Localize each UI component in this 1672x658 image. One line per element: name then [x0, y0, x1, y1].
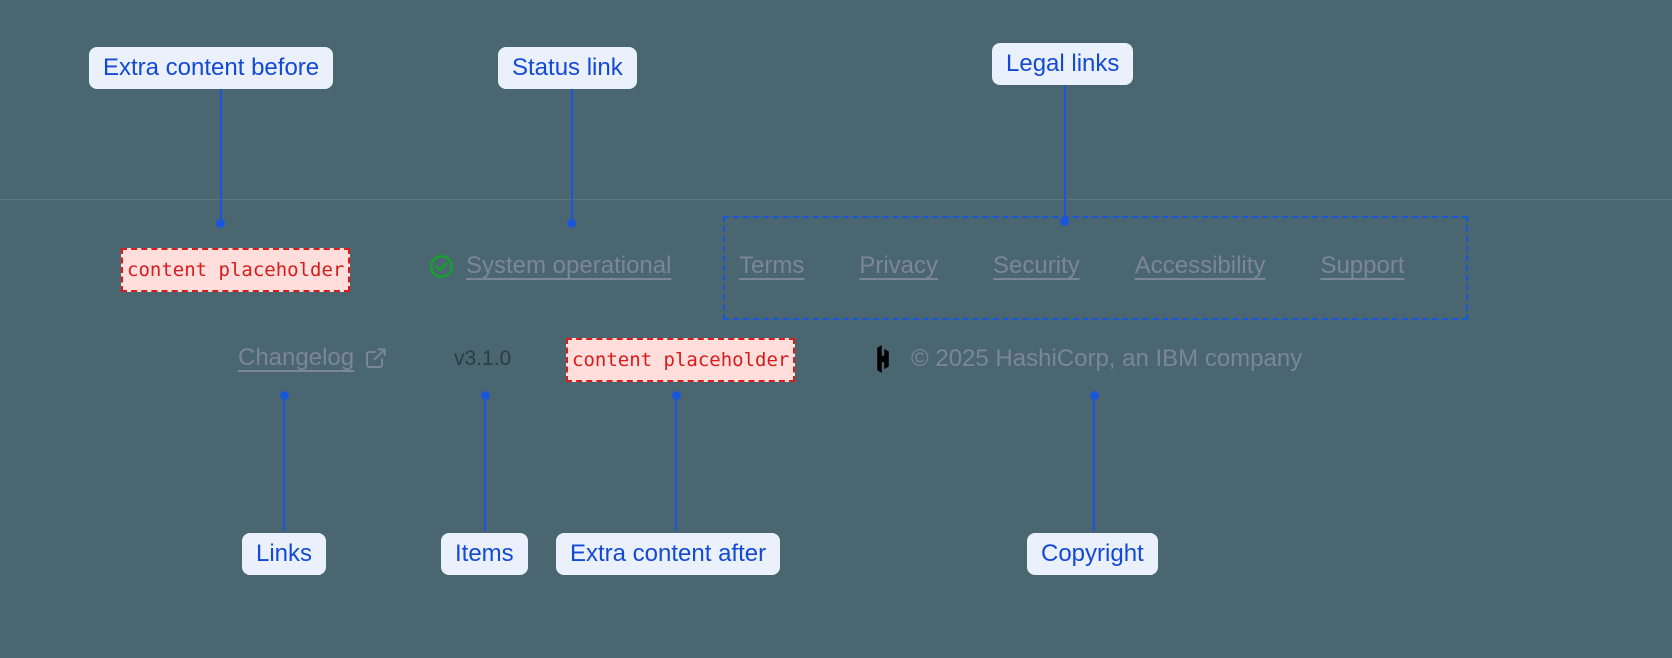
extra-content-before-placeholder: content placeholder: [121, 248, 351, 292]
leader-line-legal-links: [1064, 85, 1066, 222]
callout-copyright: Copyright: [1027, 533, 1158, 575]
leader-dot-extra-content-before: [216, 219, 225, 228]
legal-link-support[interactable]: Support: [1320, 252, 1405, 279]
extra-content-after-placeholder: content placeholder: [566, 338, 796, 382]
leader-line-items: [484, 396, 486, 531]
callout-extra-content-before: Extra content before: [89, 47, 334, 89]
copyright-text: © 2025 HashiCorp, an IBM company: [911, 345, 1303, 372]
footer-top-divider: [0, 199, 1672, 200]
leader-line-status-link: [571, 89, 573, 224]
changelog-label: Changelog: [238, 344, 355, 371]
callout-status-link: Status link: [498, 47, 637, 89]
external-link-icon: [364, 346, 388, 370]
leader-dot-links: [280, 391, 289, 400]
leader-line-extra-content-before: [220, 89, 222, 224]
callout-links: Links: [242, 533, 327, 575]
leader-dot-items: [481, 391, 490, 400]
callout-items: Items: [441, 533, 528, 575]
hashicorp-logo: [868, 344, 898, 374]
legal-link-accessibility[interactable]: Accessibility: [1134, 252, 1266, 279]
leader-line-links: [283, 396, 285, 531]
leader-dot-copyright: [1090, 391, 1099, 400]
check-circle-icon: [428, 253, 455, 280]
leader-line-extra-content-after: [675, 396, 677, 531]
status-link-label: System operational: [466, 252, 672, 279]
leader-dot-legal-links: [1060, 217, 1069, 226]
callout-extra-content-after: Extra content after: [556, 533, 781, 575]
legal-link-terms[interactable]: Terms: [739, 252, 805, 279]
leader-dot-extra-content-after: [672, 391, 681, 400]
legal-link-security[interactable]: Security: [993, 252, 1080, 279]
legal-links-nav: Terms Privacy Security Accessibility Sup…: [739, 252, 1405, 280]
changelog-link[interactable]: Changelog: [238, 344, 388, 372]
callout-legal-links: Legal links: [992, 43, 1134, 85]
legal-links-highlight-box: [723, 216, 1468, 320]
leader-dot-status-link: [567, 219, 576, 228]
copyright-block: © 2025 HashiCorp, an IBM company: [868, 344, 1302, 374]
version-label: v3.1.0: [454, 347, 512, 370]
leader-line-copyright: [1093, 396, 1095, 531]
legal-link-privacy[interactable]: Privacy: [859, 252, 939, 279]
status-link[interactable]: System operational: [428, 252, 671, 280]
